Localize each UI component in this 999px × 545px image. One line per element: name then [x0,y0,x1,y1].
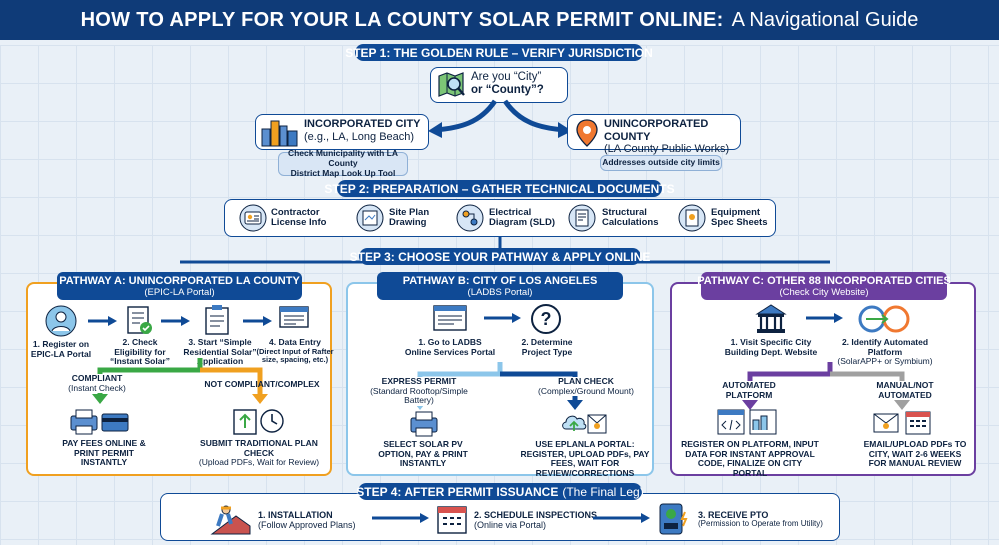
branch-arrows [428,99,572,138]
cloud-upload-email-icon [560,407,608,437]
email-calendar-icon [872,408,934,436]
pathway-b-outcome-2: USE EPLANLA PORTAL: REGISTER, UPLOAD PDF… [520,439,650,478]
step2-header: STEP 2: PREPARATION – GATHER TECHNICAL D… [324,180,675,197]
pathway-c-step2-sub: (SolarAPP+ or Symbium) [837,356,933,367]
pathway-c-outcome-1: REGISTER ON PLATFORM, INPUT DATA FOR INS… [681,439,819,478]
map-magnifier-icon [437,71,467,99]
city-skyline-icon [260,117,300,147]
county-note: Addresses outside city limits [600,155,722,171]
city-note-line-2: District Map Look Up Tool [290,167,396,178]
pathway-c-sub: (Check City Website) [779,286,869,298]
upload-clock-icon [230,406,286,436]
title-bold: HOW TO APPLY FOR YOUR LA COUNTY SOLAR PE… [80,8,724,31]
plan-check-label: PLAN CHECK(Complex/Ground Mount) [534,376,638,397]
printer-card-icon [68,408,130,436]
license-card-icon [239,204,267,232]
structural-calc-icon [568,204,596,232]
pathway-b-title: PATHWAY B: CITY OF LOS ANGELES [402,274,598,287]
arrow-b1 [484,313,521,323]
question-mark-icon: ? [530,303,562,335]
automated-platform-label: AUTOMATED PLATFORM [698,380,800,401]
city-note-line-1: Check Municipality with LA County [287,148,399,169]
installer-roof-icon [210,502,252,536]
step4-inspections: 2. SCHEDULE INSPECTIONS(Online via Porta… [474,510,598,531]
pathway-a-step3: 3. Start “Simple Residential Solar” Appl… [183,337,257,367]
calendar-icon [435,502,469,536]
step4-panel [160,493,840,541]
site-plan-icon [356,204,384,232]
electrical-diagram-icon [456,204,484,232]
jurisdiction-question: Are you “City” or “County”? [430,67,568,103]
arrow-a1 [88,316,117,326]
step3-header: STEP 3: CHOOSE YOUR PATHWAY & APPLY ONLI… [349,248,651,265]
pathway-c-step1: 1. Visit Specific City Building Dept. We… [724,337,818,357]
pathway-c-header: PATHWAY C: OTHER 88 INCORPORATED CITIES … [697,272,951,300]
svg-text:?: ? [541,309,552,329]
location-pin-icon [574,118,600,148]
step1-header: STEP 1: THE GOLDEN RULE – VERIFY JURISDI… [345,44,653,61]
pathway-a-header: PATHWAY A: UNINCORPORATED LA COUNTY (EPI… [57,272,302,300]
pathway-a-step4-sub: (Direct Input of Rafter size, spacing, e… [256,346,334,364]
pathway-a-sub: (EPIC-LA Portal) [144,286,215,298]
user-register-icon [45,305,77,337]
pathway-c-title: PATHWAY C: OTHER 88 INCORPORATED CITIES [697,274,951,287]
title-banner: HOW TO APPLY FOR YOUR LA COUNTY SOLAR PE… [0,0,999,40]
data-entry-icon [278,304,310,334]
pathway-a-step2: 2. Check Eligibility for “Instant Solar” [110,337,170,367]
express-permit-label: EXPRESS PERMIT(Standard Rooftop/Simple B… [358,376,480,406]
county-sub: (LA County Public Works) [604,143,730,156]
printer-icon [408,410,440,438]
unincorporated-county-card: UNINCORPORATED COUNTY (LA County Public … [567,114,741,155]
pathway-a-step4-title: 4. Data Entry [269,337,321,347]
arrow-a2 [161,316,190,326]
pathway-c-step2: 2. Identify Automated Platform (SolarAPP… [830,337,940,367]
arrow-4a [372,513,429,523]
step4-header: STEP 4: AFTER PERMIT ISSUANCE (The Final… [356,483,644,500]
automation-sync-icon [856,303,912,335]
arrow-c1 [806,313,843,323]
pathway-a-title: PATHWAY A: UNINCORPORATED LA COUNTY [59,274,300,287]
city-note: Check Municipality with LA County Distri… [278,148,408,178]
pathway-a-outcome-1: PAY FEES ONLINE & PRINT PERMIT INSTANTLY [62,438,146,468]
step4-installation: 1. INSTALLATION(Follow Approved Plans) [258,510,356,531]
pathway-b-header: PATHWAY B: CITY OF LOS ANGELES (LADBS Po… [377,272,623,300]
city-sub: (e.g., LA, Long Beach) [304,130,415,143]
pathway-c-step2-title: 2. Identify Automated Platform [841,337,929,357]
compliant-label: COMPLIANT(Instant Check) [62,373,132,394]
city-hall-icon [754,303,788,335]
pathway-c-outcome-2: EMAIL/UPLOAD PDFs TO CITY, WAIT 2-6 WEEK… [863,439,967,469]
manual-label: MANUAL/NOT AUTOMATED [850,380,960,401]
title-rest: A Navigational Guide [731,8,919,31]
pathway-c-panel [670,282,976,476]
not-compliant-label: NOT COMPLIANT/COMPLEX [204,379,320,389]
pathway-b-step2: 2. Determine Project Type [521,337,573,357]
incorporated-city-card: INCORPORATED CITY (e.g., LA, Long Beach) [255,114,429,150]
spec-sheet-icon [678,204,706,232]
clipboard-icon [203,304,231,336]
question-line-1: Are you “City” [471,71,542,83]
code-browser-icon [716,408,778,436]
step4-header-bold: STEP 4: AFTER PERMIT ISSUANCE [356,484,559,499]
power-meter-icon [656,502,692,536]
pathway-b-sub: (LADBS Portal) [467,286,533,298]
city-title: INCORPORATED CITY [304,118,421,130]
pathway-a-step4: 4. Data Entry (Direct Input of Rafter si… [256,337,334,364]
portal-screen-icon [432,303,468,335]
pathway-b-step1: 1. Go to LADBS Online Services Portal [404,337,496,357]
checklist-icon [124,304,154,336]
step4-pto: 3. RECEIVE PTO(Permission to Operate fro… [698,510,823,529]
county-title: UNINCORPORATED COUNTY [604,118,709,143]
arrow-a3 [243,316,272,326]
pathway-a-step1: 1. Register on EPIC-LA Portal [30,339,92,359]
pathway-b-outcome-1: SELECT SOLAR PV OPTION, PAY & PRINT INST… [378,439,468,469]
arrow-4b [593,513,650,523]
question-line-2: or “County”? [471,84,544,97]
step4-header-rest: (The Final Leg) [562,484,644,499]
pathway-a-outcome-2: SUBMIT TRADITIONAL PLAN CHECK(Upload PDF… [198,438,320,468]
